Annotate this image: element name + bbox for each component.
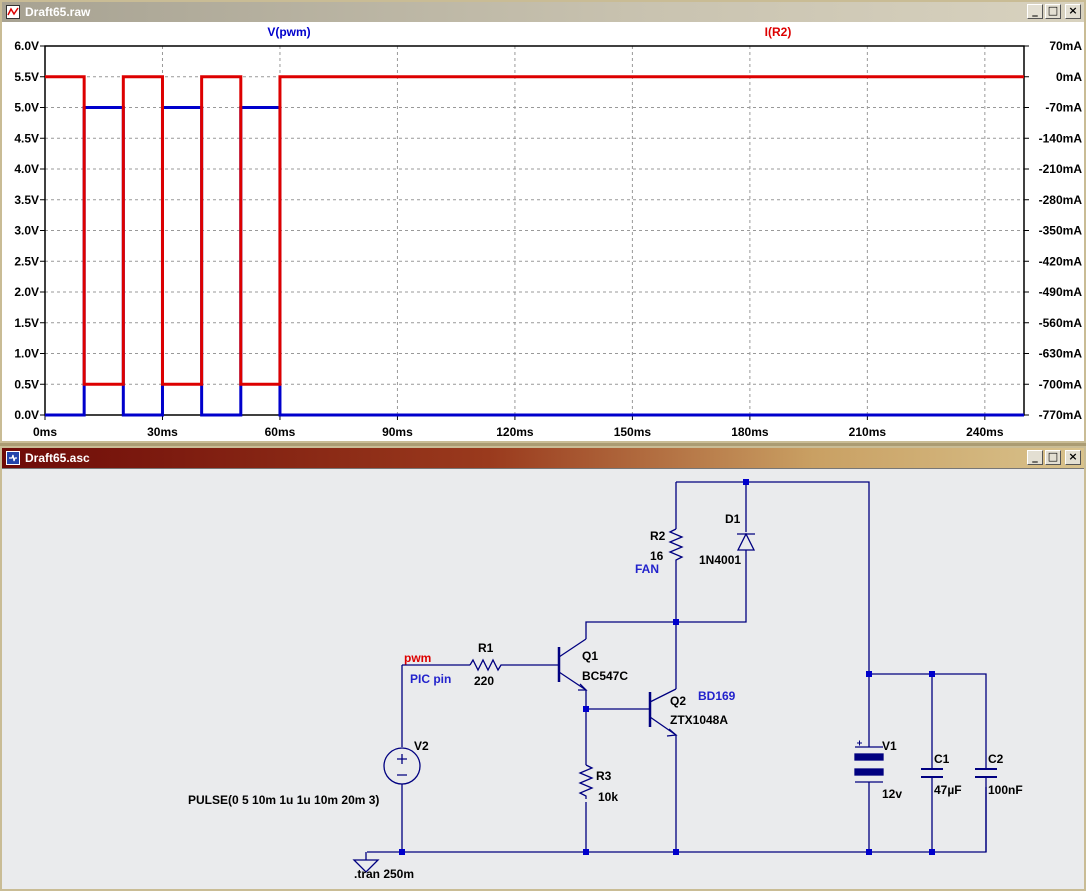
trace-label-vpwm: V(pwm) [267,25,310,39]
r2-ref[interactable]: R2 [650,529,666,543]
waveform-plot-pane[interactable]: 0ms 30ms 60ms 90ms 120ms 150ms 180ms 210ms 240ms… [2,22,1084,441]
comment-pic-pin: PIC pin [410,672,451,686]
d1-diode[interactable] [736,532,756,551]
r3-resistor[interactable] [578,764,594,799]
d1-value[interactable]: 1N4001 [699,553,741,567]
x-tick-label: 30ms [147,425,178,439]
left-y-tick-label: 0.0V [14,408,39,422]
q2-value[interactable]: ZTX1048A [670,713,728,727]
c2-value[interactable]: 100nF [988,783,1023,797]
left-y-tick-label: 5.0V [14,101,39,115]
q1-transistor[interactable] [557,638,588,691]
right-y-tick-label: 0mA [1056,70,1082,84]
r3-value[interactable]: 10k [598,790,618,804]
right-y-tick-label: -560mA [1039,316,1083,330]
spice-directive[interactable]: .tran 250m [354,867,414,881]
net-label-pwm[interactable]: pwm [404,651,431,665]
right-y-tick-label: 70mA [1049,39,1082,53]
wire-q1-emitter[interactable] [585,690,650,710]
waveform-app-icon [6,5,20,19]
right-y-tick-label: -770mA [1039,408,1083,422]
x-tick-label: 150ms [614,425,652,439]
right-y-tick-label: -70mA [1045,101,1082,115]
right-y-tick-label: -210mA [1039,162,1083,176]
q1-value[interactable]: BC547C [582,669,628,683]
left-y-tick-label: 1.0V [14,347,39,361]
schematic-window[interactable]: Draft65.asc _ □ × [0,446,1086,891]
r1-value[interactable]: 220 [474,674,494,688]
left-y-tick-label: 6.0V [14,39,39,53]
c1-value[interactable]: 47µF [934,783,962,797]
c1-capacitor[interactable] [921,768,943,778]
schematic-drawing[interactable]: pwm PIC pin R1 220 Q1 BC547C Q2 ZTX1048A… [2,469,1084,890]
x-tick-label: 210ms [849,425,887,439]
c1-ref[interactable]: C1 [934,752,950,766]
maximize-button[interactable]: □ [1045,4,1061,19]
right-y-tick-label: -140mA [1039,131,1083,145]
right-y-tick-label: -280mA [1039,193,1083,207]
r2-resistor[interactable] [668,528,684,563]
close-button[interactable]: × [1065,450,1081,465]
x-tick-label: 90ms [382,425,413,439]
schematic-titlebar[interactable]: Draft65.asc _ □ × [2,448,1084,468]
schematic-app-icon [6,451,20,465]
junction-dots [399,479,935,855]
series-line-ir2 [45,75,1024,386]
q1-ref[interactable]: Q1 [582,649,598,663]
x-tick-label: 180ms [731,425,769,439]
wire-q1-collector[interactable] [585,621,676,639]
waveform-window-title: Draft65.raw [25,5,91,19]
right-y-tick-label: -630mA [1039,347,1083,361]
left-y-tick-label: 4.0V [14,162,39,176]
left-y-tick-label: 3.0V [14,224,39,238]
close-button[interactable]: × [1065,4,1081,19]
wire-top[interactable] [676,481,870,672]
left-y-tick-label: 3.5V [14,193,39,207]
x-tick-label: 120ms [496,425,534,439]
waveform-chart[interactable]: 0ms 30ms 60ms 90ms 120ms 150ms 180ms 210ms 240ms… [2,22,1084,441]
left-y-tick-label: 2.5V [14,254,39,268]
comment-fan: FAN [635,562,659,576]
right-y-tick-label: -490mA [1039,285,1083,299]
x-tick-label: 240ms [966,425,1004,439]
r1-resistor[interactable] [469,658,502,672]
wire-c1[interactable] [869,673,987,852]
comment-bd169: BD169 [698,689,736,703]
schematic-window-title: Draft65.asc [25,451,90,465]
wire-d1-bottom[interactable] [676,550,747,623]
v2-voltage-source[interactable] [383,747,421,785]
q2-transistor[interactable] [648,688,678,737]
schematic-canvas[interactable]: pwm PIC pin R1 220 Q1 BC547C Q2 ZTX1048A… [2,468,1084,889]
q2-ref[interactable]: Q2 [670,694,686,708]
left-y-tick-label: 4.5V [14,131,39,145]
waveform-window[interactable]: Draft65.raw _ □ × 0ms 30ms 60ms 90ms 120ms 15… [0,0,1086,443]
trace-label-ir2: I(R2) [765,25,792,39]
c2-capacitor[interactable] [975,768,997,852]
v1-battery[interactable] [854,740,884,783]
minimize-button[interactable]: _ [1027,450,1043,465]
right-y-tick-label: -350mA [1039,224,1083,238]
left-y-tick-label: 1.5V [14,316,39,330]
x-tick-label: 0ms [33,425,57,439]
ground-symbol[interactable] [352,852,380,873]
x-tick-label: 60ms [265,425,296,439]
minimize-button[interactable]: _ [1027,4,1043,19]
right-y-tick-label: -700mA [1039,377,1083,391]
d1-ref[interactable]: D1 [725,512,741,526]
left-y-tick-label: 0.5V [14,377,39,391]
left-y-tick-label: 5.5V [14,70,39,84]
waveform-titlebar[interactable]: Draft65.raw _ □ × [2,2,1084,22]
c2-ref[interactable]: C2 [988,752,1004,766]
r2-value[interactable]: 16 [650,549,664,563]
r3-ref[interactable]: R3 [596,769,612,783]
r1-ref[interactable]: R1 [478,641,494,655]
v2-ref[interactable]: V2 [414,739,429,753]
right-y-tick-label: -420mA [1039,254,1083,268]
v1-value[interactable]: 12v [882,787,902,801]
v1-ref[interactable]: V1 [882,739,897,753]
maximize-button[interactable]: □ [1045,450,1061,465]
left-y-tick-label: 2.0V [14,285,39,299]
v2-value[interactable]: PULSE(0 5 10m 1u 1u 10m 20m 3) [188,793,379,807]
series-line-vpwm [45,106,1024,417]
